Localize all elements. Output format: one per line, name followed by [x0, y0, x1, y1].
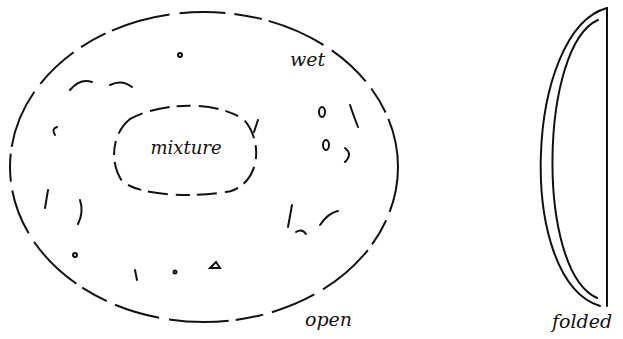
wet-mark: [350, 105, 358, 127]
wet-mark: [110, 82, 132, 87]
folded-outline: [552, 20, 598, 298]
wet-mark: [319, 107, 325, 117]
node-outline: [8, 10, 400, 324]
state-label: folded: [552, 310, 612, 333]
wet-mark: [174, 271, 177, 274]
wet-mark: [53, 127, 57, 135]
wet-mark: [345, 148, 349, 162]
wet-mark: [254, 120, 258, 132]
wet-mark: [323, 140, 329, 150]
wet-mark: [210, 262, 220, 268]
state-label: open: [305, 308, 352, 331]
folded-outline: [541, 8, 607, 306]
dough-circle: wet mixture: [8, 10, 400, 324]
wet-mark: [70, 81, 92, 90]
wet-mark: [178, 53, 182, 57]
node-text: mixture: [150, 137, 221, 159]
wet-mark: [78, 200, 82, 224]
wet-mark: [296, 230, 306, 234]
wet-mark: [73, 253, 77, 257]
wet-mark: [320, 211, 338, 225]
node-text: wet: [290, 48, 325, 71]
wet-mark: [135, 270, 137, 280]
mixture-region: mixture: [112, 100, 260, 196]
wet-mark: [45, 190, 48, 208]
fold-edge: [606, 8, 608, 306]
wet-mark: [288, 205, 292, 227]
